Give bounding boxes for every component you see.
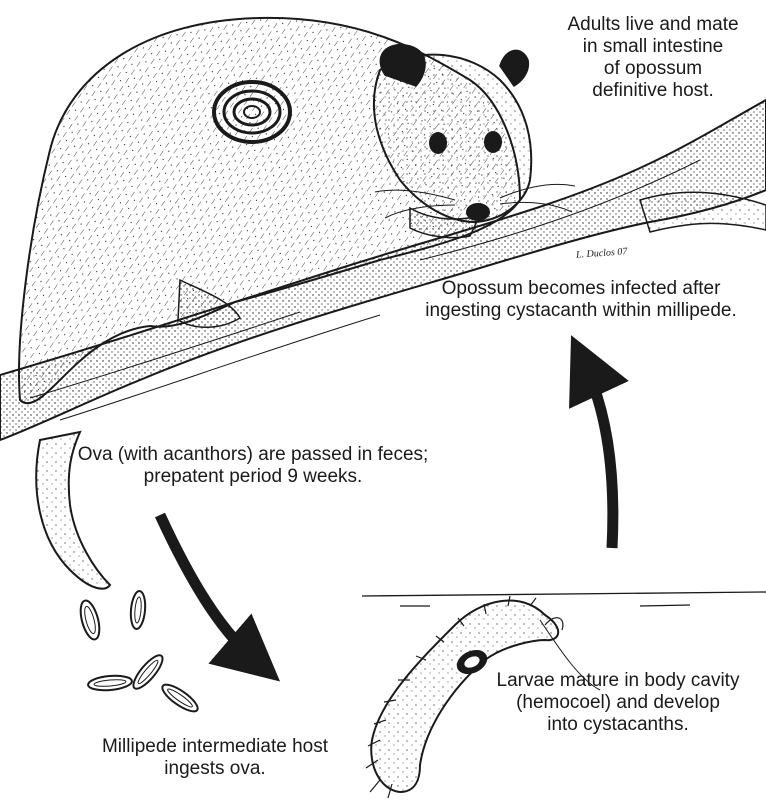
- caption-line: ingesting cystacanth within millipede.: [396, 300, 766, 322]
- opossum-eye-right: [484, 131, 502, 153]
- ground-line: [362, 592, 766, 606]
- caption-line: prepatent period 9 weeks.: [28, 466, 478, 488]
- opossum-eye-left: [429, 132, 447, 154]
- caption-line: Ova (with acanthors) are passed in feces…: [28, 444, 478, 466]
- caption-line: Opossum becomes infected after: [396, 278, 766, 300]
- caption-line: Millipede intermediate host: [60, 736, 370, 758]
- caption-opossum-infected: Opossum becomes infected after ingesting…: [396, 278, 766, 322]
- arrow-ova-to-millipede: [160, 515, 255, 660]
- caption-ova-passed: Ova (with acanthors) are passed in feces…: [28, 444, 478, 488]
- caption-adults: Adults live and mate in small intestine …: [540, 14, 766, 102]
- caption-line: into cystacanths.: [470, 714, 766, 736]
- caption-larvae-mature: Larvae mature in body cavity (hemocoel) …: [470, 670, 766, 736]
- caption-line: (hemocoel) and develop: [470, 692, 766, 714]
- caption-line: Adults live and mate: [540, 14, 766, 36]
- arrow-millipede-to-opossum: [585, 365, 613, 548]
- caption-line: Larvae mature in body cavity: [470, 670, 766, 692]
- caption-millipede-ingests: Millipede intermediate host ingests ova.: [60, 736, 370, 780]
- caption-line: in small intestine: [540, 36, 766, 58]
- caption-line: ingests ova.: [60, 758, 370, 780]
- ova-eggs: [77, 590, 201, 715]
- opossum-ear-right: [500, 50, 528, 86]
- caption-line: of opossum: [540, 58, 766, 80]
- caption-line: definitive host.: [540, 80, 766, 102]
